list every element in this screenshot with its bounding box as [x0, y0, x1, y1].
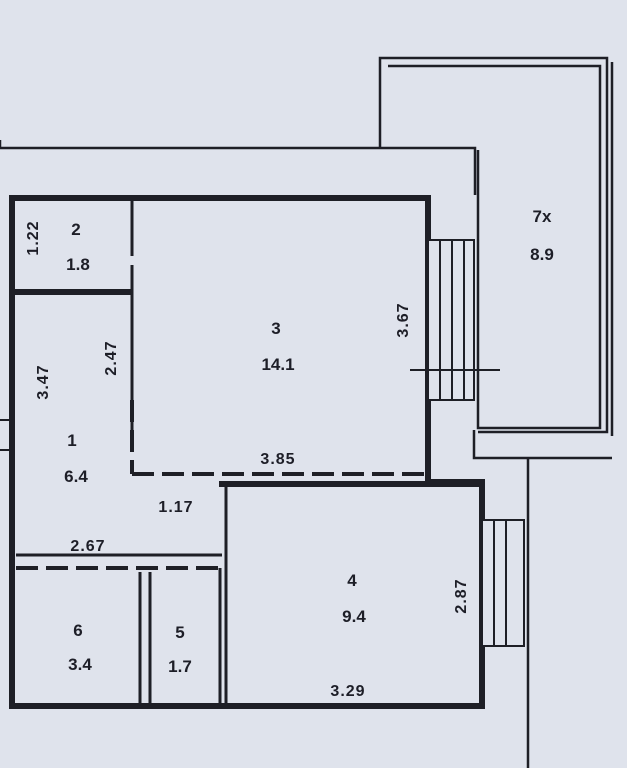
room-6-number: 6	[73, 621, 82, 640]
room-2-number: 2	[71, 220, 80, 239]
dim-room3-width: 3.85	[260, 451, 295, 468]
room-7x-area: 8.9	[530, 245, 554, 264]
dim-room2-height: 1.22	[25, 220, 42, 255]
room-4-area: 9.4	[342, 607, 366, 626]
room-5-area: 1.7	[168, 657, 192, 676]
room-3-number: 3	[271, 319, 280, 338]
room-4-number: 4	[347, 571, 357, 590]
window-room1-left	[0, 419, 12, 451]
dim-corridor-height: 2.47	[103, 340, 120, 375]
room-1-area: 6.4	[64, 467, 88, 486]
room-3-area: 14.1	[261, 355, 294, 374]
room-7x-number: 7x	[533, 207, 552, 226]
balcony-inner-outline	[388, 64, 602, 430]
dim-door-width: 1.17	[158, 499, 193, 516]
window-room4	[481, 519, 525, 647]
room-6-area: 3.4	[68, 655, 92, 674]
dim-room3-height: 3.67	[395, 302, 412, 337]
exterior-outline	[0, 56, 614, 768]
dim-room4-height: 2.87	[453, 578, 470, 613]
room-1-number: 1	[67, 431, 76, 450]
window-room3-balcony	[410, 239, 500, 401]
dim-room4-width: 3.29	[330, 683, 365, 700]
dim-room1-width: 2.67	[70, 538, 105, 555]
room-5-number: 5	[175, 623, 184, 642]
room-2-area: 1.8	[66, 255, 90, 274]
dim-room1-height: 3.47	[35, 364, 52, 399]
